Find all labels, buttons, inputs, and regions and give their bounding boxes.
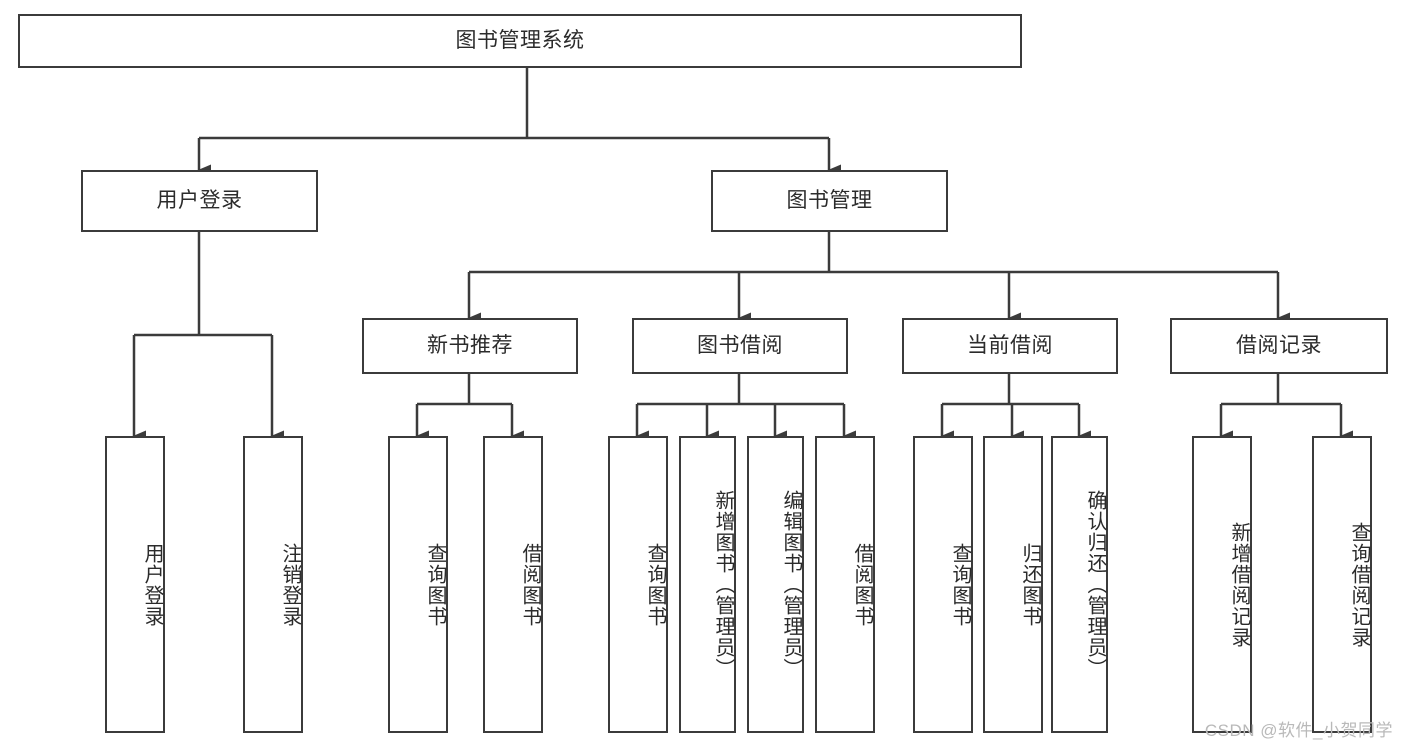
node-label: 图书管理系统 (455, 29, 585, 53)
node-label: 查询图书 (424, 542, 446, 627)
node-leaf-add-borrow-record[interactable]: 新增借阅记录 (1192, 436, 1252, 733)
node-label: 借阅图书 (519, 542, 541, 627)
node-label: 用户登录 (141, 542, 163, 627)
node-leaf-borrow-book-borrow[interactable]: 借阅图书 (815, 436, 875, 733)
node-label: 借阅记录 (1236, 334, 1322, 358)
node-book-management[interactable]: 图书管理 (711, 170, 948, 232)
node-label: 查询图书 (949, 542, 971, 627)
node-label: 编辑图书（管理员） (780, 490, 802, 679)
watermark-csdn: CSDN @软件_小贺同学 (1204, 721, 1393, 740)
node-root-system[interactable]: 图书管理系统 (18, 14, 1022, 68)
node-user-login[interactable]: 用户登录 (81, 170, 318, 232)
node-label: 图书管理 (786, 189, 873, 213)
node-leaf-query-borrow-record[interactable]: 查询借阅记录 (1312, 436, 1372, 733)
node-leaf-query-book-recommend[interactable]: 查询图书 (388, 436, 448, 733)
node-leaf-edit-book-admin[interactable]: 编辑图书（管理员） (747, 436, 804, 733)
node-leaf-user-login[interactable]: 用户登录 (105, 436, 165, 733)
node-label: 图书借阅 (697, 334, 783, 358)
node-label: 借阅图书 (851, 542, 873, 627)
node-leaf-add-book-admin[interactable]: 新增图书（管理员） (679, 436, 736, 733)
node-leaf-logout-login[interactable]: 注销登录 (243, 436, 303, 733)
node-label: 归还图书 (1019, 542, 1041, 627)
node-label: 新书推荐 (427, 334, 513, 358)
node-label: 注销登录 (279, 542, 301, 627)
node-leaf-return-book[interactable]: 归还图书 (983, 436, 1043, 733)
node-leaf-borrow-book-recommend[interactable]: 借阅图书 (483, 436, 543, 733)
node-borrow-record[interactable]: 借阅记录 (1170, 318, 1388, 374)
node-leaf-confirm-return-admin[interactable]: 确认归还（管理员） (1051, 436, 1108, 733)
node-label: 用户登录 (156, 189, 243, 213)
node-new-book-recommend[interactable]: 新书推荐 (362, 318, 578, 374)
node-label: 新增图书（管理员） (712, 490, 734, 679)
node-leaf-query-book-current[interactable]: 查询图书 (913, 436, 973, 733)
node-label: 新增借阅记录 (1228, 521, 1250, 648)
node-leaf-query-book-borrow[interactable]: 查询图书 (608, 436, 668, 733)
node-label: 当前借阅 (967, 334, 1053, 358)
node-current-borrow[interactable]: 当前借阅 (902, 318, 1118, 374)
node-book-borrow[interactable]: 图书借阅 (632, 318, 848, 374)
node-label: 查询借阅记录 (1348, 521, 1370, 648)
connector-group (132, 68, 1353, 442)
node-label: 确认归还（管理员） (1084, 490, 1106, 679)
node-label: 查询图书 (644, 542, 666, 627)
